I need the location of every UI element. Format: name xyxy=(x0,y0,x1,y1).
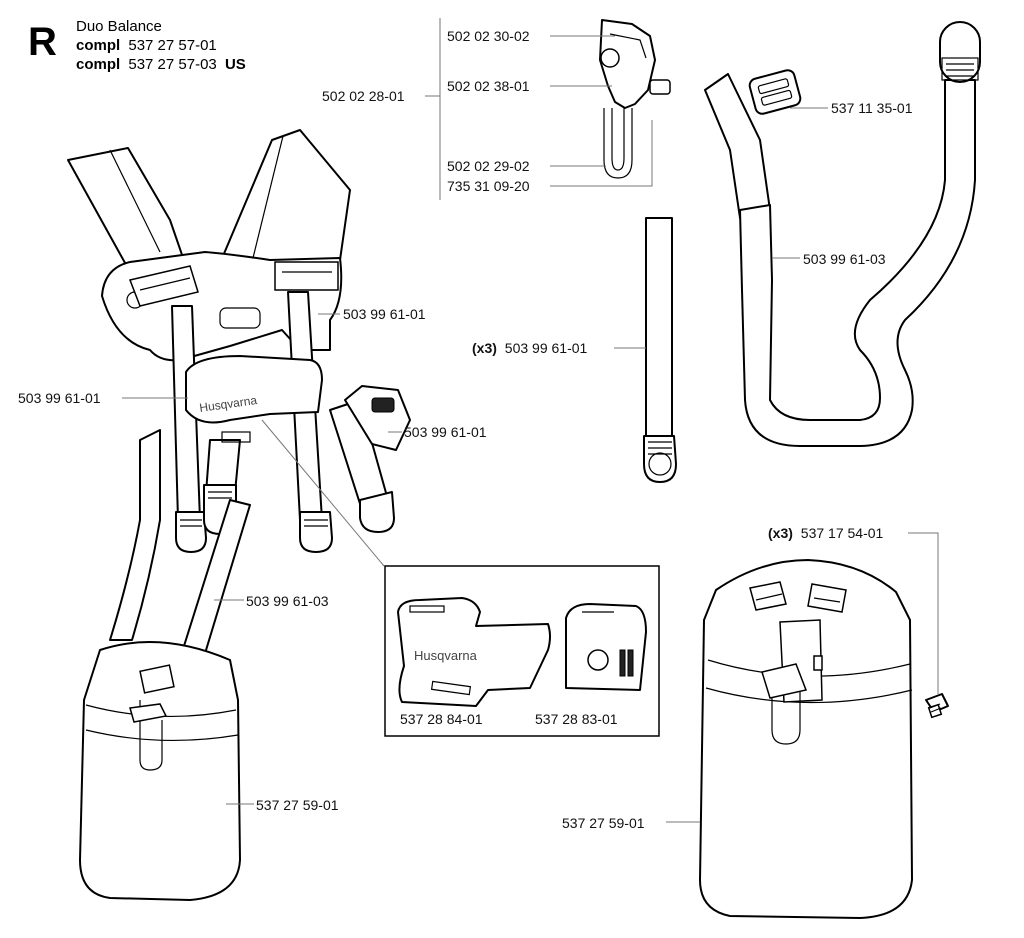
label-537-11-35-01: 537 11 35-01 xyxy=(831,100,913,116)
label-502-02-38-01: 502 02 38-01 xyxy=(447,78,530,94)
label-number: 537 17 54-01 xyxy=(801,525,884,541)
leader-line xyxy=(908,532,939,694)
label-537-28-84-01: 537 28 84-01 xyxy=(400,711,483,727)
detail-pad-drawing: Husqvarna xyxy=(397,597,551,707)
kit-title: Duo Balance xyxy=(76,18,162,35)
label-503-99-61-01-left: 503 99 61-01 xyxy=(18,390,101,406)
multiplier-x3-screw: (x3) xyxy=(768,525,793,541)
label-503-99-61-03-main: 503 99 61-03 xyxy=(246,593,329,609)
label-502-02-28-01: 502 02 28-01 xyxy=(322,88,405,104)
brand-mark-detail: Husqvarna xyxy=(414,648,478,663)
label-503-99-61-03-hose: 503 99 61-03 xyxy=(803,251,886,267)
label-537-27-59-01-right: 537 27 59-01 xyxy=(562,815,645,831)
section-letter: R xyxy=(28,20,57,64)
detail-clip-drawing xyxy=(565,603,647,691)
right-bag-drawing xyxy=(699,559,913,919)
label-537-28-83-01: 537 28 83-01 xyxy=(535,711,618,727)
buckle-drawing xyxy=(748,69,802,115)
screw-drawing xyxy=(925,693,949,719)
leader-line xyxy=(550,120,653,187)
kit-line-2-prefix: compl xyxy=(76,56,120,73)
label-503-99-61-01-strap: 503 99 61-01 xyxy=(343,306,426,322)
label-502-02-29-02: 502 02 29-02 xyxy=(447,158,530,174)
hook-assembly-drawing xyxy=(599,19,671,179)
hose-strap-drawing xyxy=(704,21,981,447)
single-strap-drawing xyxy=(643,217,677,483)
kit-line-1-number: 537 27 57-01 xyxy=(128,37,216,54)
kit-line-2-suffix: US xyxy=(225,56,246,73)
label-502-02-30-02: 502 02 30-02 xyxy=(447,28,530,44)
label-537-27-59-01-left: 537 27 59-01 xyxy=(256,797,339,813)
label-537-17-54-01: (x3) 537 17 54-01 xyxy=(768,525,884,541)
kit-line-1: compl 537 27 57-01 xyxy=(76,37,217,54)
label-735-31-09-20: 735 31 09-20 xyxy=(447,178,530,194)
kit-line-2-number: 537 27 57-03 xyxy=(128,56,216,73)
label-503-99-61-01-single: (x3) 503 99 61-01 xyxy=(472,340,588,356)
label-503-99-61-01-pad: 503 99 61-01 xyxy=(404,424,487,440)
harness-drawing: Husqvarna xyxy=(67,129,411,671)
kit-line-2: compl 537 27 57-03 US xyxy=(76,56,246,73)
kit-line-1-prefix: compl xyxy=(76,37,120,54)
leader-line xyxy=(261,419,385,567)
multiplier-x3: (x3) xyxy=(472,340,497,356)
left-bag-drawing xyxy=(79,641,241,901)
label-number: 503 99 61-01 xyxy=(505,340,588,356)
